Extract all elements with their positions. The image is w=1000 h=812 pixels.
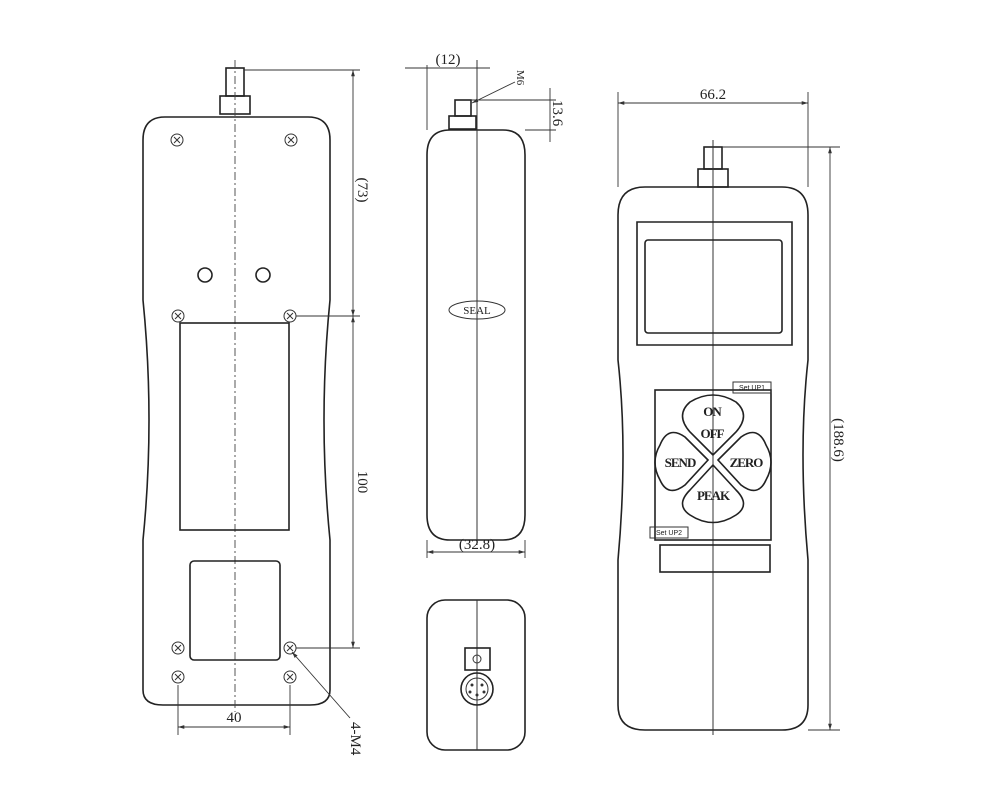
power-jack-icon: [464, 647, 491, 671]
data-port-icon: [460, 672, 494, 706]
side-view: SEAL (12) M6 13.6 (32.8): [405, 52, 565, 558]
screw-icon: [283, 641, 297, 655]
seal-label-outline: [448, 300, 506, 320]
dim-front-width-label: 66.2: [700, 87, 726, 103]
on-key-label: ON: [703, 404, 722, 419]
dim-top-label: (73): [354, 178, 370, 203]
zero-key: [716, 431, 772, 492]
label-plate: [659, 544, 771, 573]
dim-width-label: 40: [227, 710, 242, 726]
front-view: ON OFF SEND ZERO PEAK Set UP1 Set UP2 66…: [617, 87, 846, 735]
screw-icon: [283, 670, 297, 684]
zero-key-label: ZERO: [730, 455, 764, 470]
set-up2-label: Set UP2: [656, 530, 682, 537]
holes-label: 4-M4: [347, 722, 363, 756]
dim-depth-label: (32.8): [459, 537, 495, 553]
display-screen: [644, 239, 783, 334]
set-up1-label: Set UP1: [739, 385, 765, 392]
back-window: [179, 322, 290, 531]
dim-stud-offset-label: (12): [436, 52, 461, 68]
screw-icon: [170, 133, 184, 147]
dim-stud-height-label: 13.6: [549, 100, 565, 127]
back-stud: [219, 67, 251, 115]
thread-label: M6: [514, 70, 526, 86]
peak-key-label: PEAK: [697, 488, 731, 503]
screw-icon: [284, 133, 298, 147]
keypad: ON OFF SEND ZERO PEAK: [654, 394, 772, 524]
front-body-outline: [617, 186, 809, 731]
on-off-key: [681, 394, 745, 457]
bottom-view: [426, 599, 526, 751]
screw-icon: [171, 641, 185, 655]
side-stud: [454, 99, 472, 117]
hole: [197, 267, 213, 283]
back-lower-plate: [189, 560, 281, 661]
hole: [255, 267, 271, 283]
dim-middle-label: 100: [354, 471, 370, 494]
screw-icon: [171, 670, 185, 684]
send-key-label: SEND: [665, 455, 696, 470]
peak-key: [681, 463, 745, 524]
side-body-outline: [426, 129, 526, 541]
screw-icon: [283, 309, 297, 323]
seal-label: SEAL: [463, 305, 491, 317]
back-body-outline: [142, 116, 331, 706]
off-key-label: OFF: [701, 426, 725, 441]
send-key: [654, 431, 710, 492]
dim-front-height-label: (188.6): [830, 418, 846, 462]
screw-icon: [171, 309, 185, 323]
back-view: (73) 100 40 4-M4: [142, 60, 370, 756]
